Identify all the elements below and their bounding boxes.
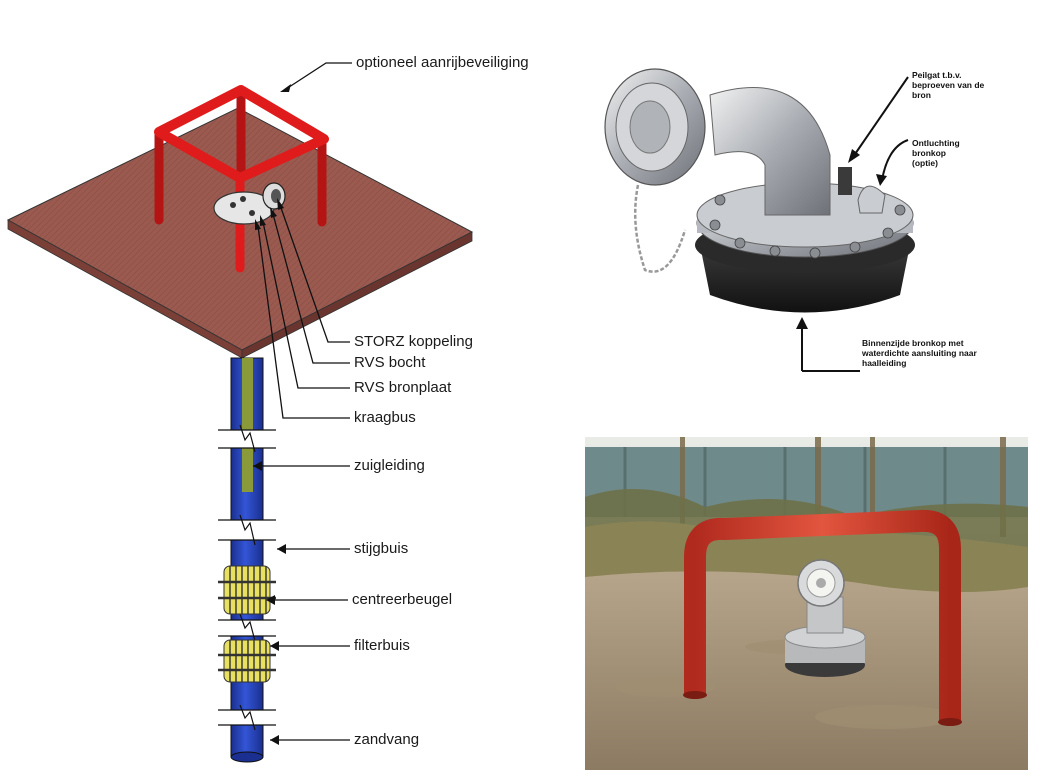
centreer-bracket-upper: [218, 565, 276, 615]
label-rvs-bronplaat: RVS bronplaat: [354, 379, 452, 396]
pipe-column: [230, 357, 264, 763]
annotation-ontluchting: Ontluchting bronkop (optie): [912, 138, 960, 168]
annotation-peilgat-line3: bron: [912, 90, 931, 100]
field-installation-photo: [585, 437, 1028, 770]
well-head-product-photo: [604, 68, 915, 372]
annotation-ontluchting-line1: Ontluchting: [912, 138, 960, 148]
annotation-binnenzijde-line1: Binnenzijde bronkop met: [862, 338, 964, 348]
label-filterbuis: filterbuis: [354, 637, 410, 654]
leader-arrowheads: [253, 84, 291, 745]
break-marks: [218, 424, 276, 731]
label-zuigleiding: zuigleiding: [354, 457, 425, 474]
annotation-peilgat: Peilgat t.b.v. beproeven van de bron: [912, 70, 984, 100]
annotation-peilgat-line1: Peilgat t.b.v.: [912, 70, 962, 80]
label-zandvang: zandvang: [354, 731, 420, 748]
annotation-binnenzijde: Binnenzijde bronkop met waterdichte aans…: [862, 338, 977, 368]
label-rvs-bocht: RVS bocht: [354, 354, 426, 371]
label-kraagbus: kraagbus: [354, 409, 416, 426]
centreer-bracket-lower: [218, 639, 276, 683]
annotation-ontluchting-line3: (optie): [912, 158, 938, 168]
annotation-peilgat-line2: beproeven van de: [912, 80, 985, 90]
label-centreerbeugel: centreerbeugel: [352, 591, 453, 608]
label-storz-koppeling: STORZ koppeling: [354, 333, 473, 350]
label-stijgbuis: stijgbuis: [354, 540, 409, 557]
annotation-ontluchting-line2: bronkop: [912, 148, 946, 158]
annotation-binnenzijde-line3: haalleiding: [862, 358, 907, 368]
leader-lines: [253, 62, 352, 741]
annotation-binnenzijde-line2: waterdichte aansluiting naar: [862, 348, 977, 358]
well-head: [213, 182, 286, 225]
label-aanrijbeveiliging: optioneel aanrijbeveiliging: [356, 54, 529, 71]
